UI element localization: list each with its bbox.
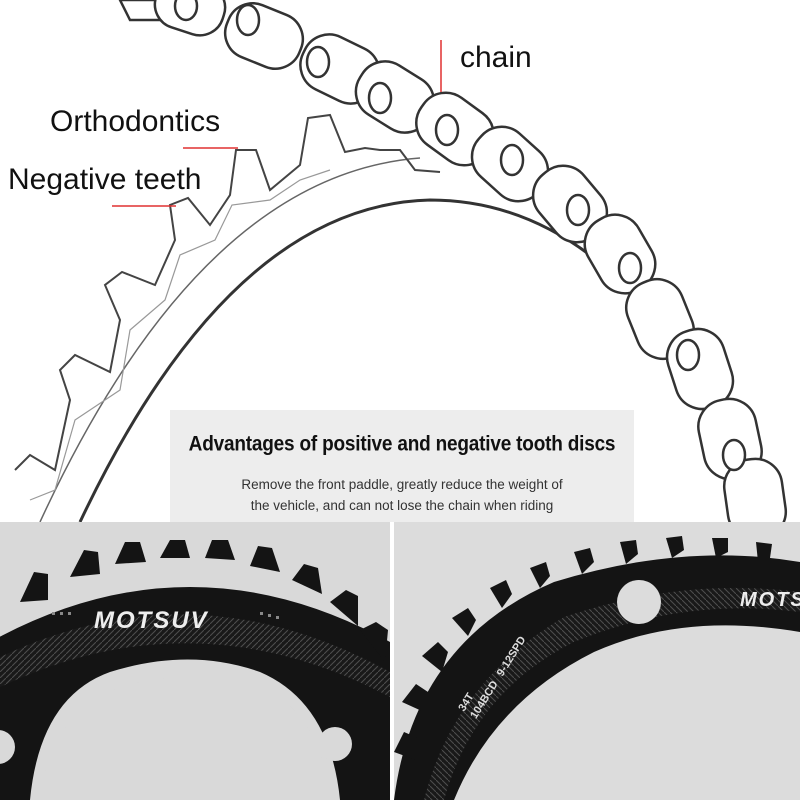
info-title: Advantages of positive and negative toot… <box>188 432 616 457</box>
brand-text-left: MOTSUV <box>94 607 209 634</box>
chainring-photo-left: MOTSUV <box>0 540 390 800</box>
chainring-diagram: chain Orthodontics Negative teeth Advant… <box>8 0 788 522</box>
product-photo-left: MOTSUV <box>0 522 390 800</box>
info-body-line: the vehicle, and can not lose the chain … <box>250 498 554 513</box>
product-photo-right: MOTSU 34T 104BCD 9-12SPD <box>394 522 800 800</box>
info-box: Advantages of positive and negative toot… <box>170 410 634 522</box>
brand-text-right: MOTSU <box>740 589 800 611</box>
chainring-photo-right: MOTSU 34T 104BCD 9-12SPD <box>394 536 800 800</box>
chain <box>118 0 788 522</box>
panel-divider <box>390 522 394 800</box>
orthodontics-label: Orthodontics <box>50 105 221 138</box>
chain-pins <box>173 0 747 472</box>
chain-and-teeth-illustration <box>14 0 788 522</box>
chainring-teeth-outline <box>14 113 441 472</box>
info-body: Remove the front paddle, greatly reduce … <box>190 474 614 516</box>
info-body-line: Remove the front paddle, greatly reduce … <box>241 477 563 492</box>
chain-label: chain <box>460 41 532 74</box>
negative-teeth-label: Negative teeth <box>8 163 202 196</box>
